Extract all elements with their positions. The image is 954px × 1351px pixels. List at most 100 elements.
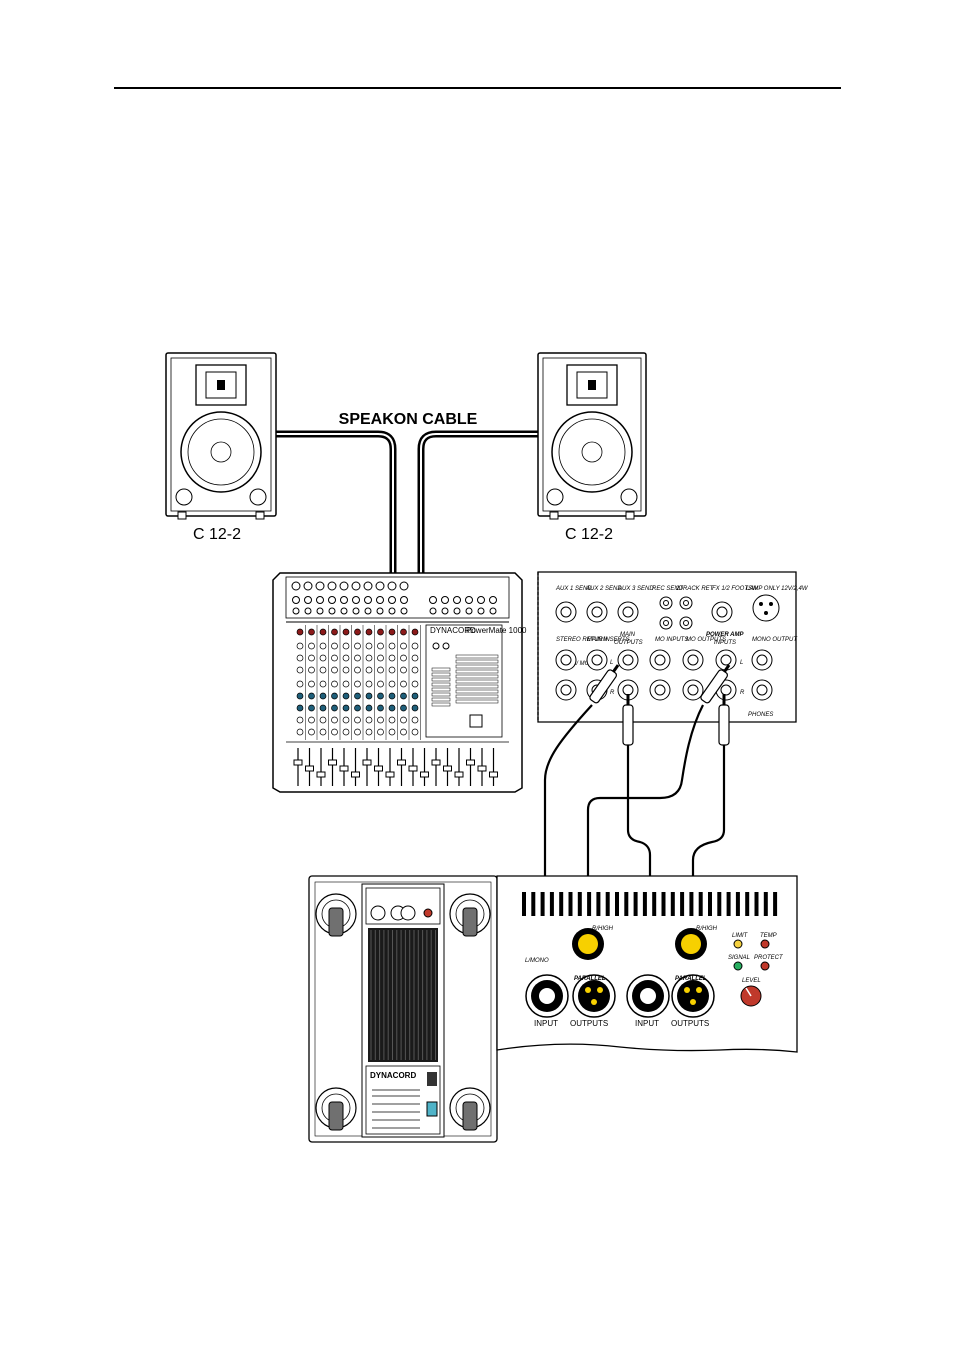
mixer-aux-jack	[489, 607, 497, 615]
strip-knob	[377, 692, 384, 700]
master-display	[469, 714, 483, 728]
mixer-rear-panel: AUX 1 SEND AUX 2 SEND AUX 3 SEND REC SEN…	[537, 571, 809, 723]
speaker-right	[537, 352, 647, 520]
strip-knob	[308, 628, 315, 636]
strip-knob	[377, 642, 384, 650]
speakon-cables	[276, 430, 546, 580]
meter-segment	[431, 672, 451, 677]
strip-knob	[331, 642, 338, 650]
mixer-aux-jack	[477, 596, 485, 604]
graphic-eq-band	[455, 694, 499, 699]
sub-label-r-high-2: R/HIGH	[696, 926, 718, 932]
mixer-aux-jack	[429, 596, 437, 604]
graphic-eq-band	[455, 699, 499, 704]
strip-knob	[400, 642, 407, 650]
strip-knob	[411, 654, 419, 662]
mixer-master-section	[431, 642, 499, 728]
graphic-eq-band	[455, 654, 499, 659]
vent-slot	[596, 892, 601, 916]
sub-label-outputs-2: OUTPUTS	[671, 1019, 709, 1028]
mixer-input-jacks	[291, 581, 497, 615]
strip-knob	[354, 716, 361, 724]
sub-label-temp: TEMP	[760, 933, 777, 939]
vent-slots	[522, 892, 778, 916]
strip-knob	[354, 654, 361, 662]
strip-knob	[377, 628, 384, 636]
graphic-eq-band	[455, 659, 499, 664]
strip-knob	[296, 666, 304, 674]
mixer-faders	[293, 748, 498, 786]
mixer-xlr-jack	[399, 581, 409, 591]
mixer-xlr-jack	[363, 581, 373, 591]
mixer-insert-jack	[304, 607, 312, 615]
strip-knob	[331, 680, 338, 688]
vent-slot	[661, 892, 666, 916]
handle-bar-icon	[462, 1101, 478, 1131]
mixer-xlr-jack	[387, 581, 397, 591]
vent-slot	[689, 892, 694, 916]
fader-cap	[454, 771, 464, 778]
mixer-line-jack	[328, 596, 336, 604]
label-l: L	[610, 660, 613, 666]
strip-knob	[354, 728, 361, 736]
handle-bar-icon	[328, 907, 344, 937]
strip-knob	[400, 654, 407, 662]
vent-slot	[763, 892, 768, 916]
vent-slot	[652, 892, 657, 916]
fader-cap	[351, 771, 360, 778]
strip-knob	[365, 716, 373, 724]
strip-knob	[319, 666, 327, 674]
vent-slot	[559, 892, 564, 916]
speakon-cables-inner	[276, 433, 546, 580]
fader-cap	[328, 759, 337, 766]
strip-knob	[377, 666, 384, 674]
label-r: R	[610, 690, 615, 696]
sub-label-outputs-1: OUTPUTS	[570, 1019, 608, 1028]
strip-knob	[319, 654, 327, 662]
strip-knob	[331, 692, 338, 700]
graphic-eq-band	[455, 664, 499, 669]
strip-knob	[342, 680, 350, 688]
vent-slot	[698, 892, 703, 916]
label-lamp-only: LAMP ONLY 12V/2,4W	[746, 586, 809, 592]
mixer-insert-jack	[352, 607, 360, 615]
vent-slot	[680, 892, 685, 916]
vent-slot	[615, 892, 619, 916]
mixer-insert-jack	[340, 607, 348, 615]
graphic-eq-band	[455, 669, 499, 674]
label-phones: PHONES	[748, 712, 773, 718]
graphic-eq-band	[455, 684, 499, 689]
graphic-eq-band	[455, 674, 499, 679]
vent-slot	[587, 892, 592, 916]
strip-knob	[308, 728, 315, 736]
meter-segment	[431, 667, 451, 672]
strip-knob	[377, 654, 384, 662]
vent-slot	[717, 892, 722, 916]
mixer-line-jack	[316, 596, 324, 604]
mixer-model: PowerMate 1000	[466, 626, 527, 635]
strip-knob	[377, 716, 384, 724]
mixer-line-jack	[388, 596, 396, 604]
strip-knob	[411, 728, 419, 736]
vent-slot	[745, 892, 750, 916]
label-power-amp-1: POWER AMP	[706, 632, 744, 638]
strip-knob	[411, 692, 419, 700]
subwoofer-rear: DYNACORD	[308, 875, 498, 1143]
label-mo-inputs: MO INPUTS	[655, 637, 688, 643]
temp-led-icon	[760, 939, 770, 949]
meter-segment	[431, 687, 451, 692]
mixer-line-jack	[376, 596, 384, 604]
strip-knob	[296, 692, 304, 700]
xlr-top-1	[572, 928, 604, 960]
strip-knob	[331, 704, 338, 712]
strip-knob	[400, 692, 407, 700]
strip-knob	[388, 654, 396, 662]
level-knob-icon	[740, 985, 762, 1007]
strip-knob	[411, 666, 419, 674]
strip-knob	[388, 704, 396, 712]
handle-bar-icon	[328, 1101, 344, 1131]
strip-knob	[365, 654, 373, 662]
strip-knob	[388, 728, 396, 736]
meter-segment	[431, 677, 451, 682]
strip-knob	[331, 654, 338, 662]
